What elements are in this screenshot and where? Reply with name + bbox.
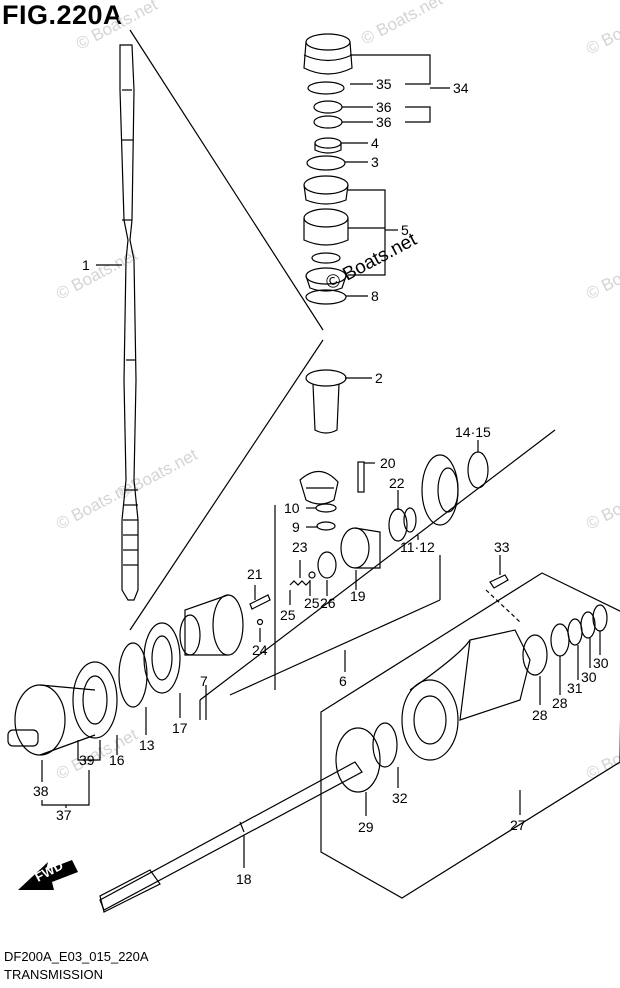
pinion-gear — [299, 470, 339, 505]
housing-outline — [320, 572, 620, 899]
callout: 38 — [33, 783, 49, 799]
callout: 10 — [284, 500, 300, 516]
callout: 33 — [494, 539, 510, 555]
watermark: © Boats.net — [583, 725, 620, 784]
callout: 32 — [392, 790, 408, 806]
callout: 31 — [567, 680, 583, 696]
watermark: © Boats.net — [53, 245, 141, 304]
callout: 14·15 — [455, 424, 491, 440]
propeller-shaft-housing — [7, 684, 96, 756]
callout: 9 — [292, 519, 300, 535]
callout: 26 — [320, 595, 336, 611]
taper-roller-bearing — [303, 175, 349, 292]
callout: 4 — [371, 135, 379, 151]
callout: 21 — [247, 566, 263, 582]
callout: 16 — [109, 752, 125, 768]
oil-seal — [313, 115, 343, 129]
figure-name: TRANSMISSION — [4, 967, 103, 982]
callout: 1 — [82, 257, 90, 273]
callout: 3 — [371, 154, 379, 170]
watermark: © Boats.net — [73, 0, 161, 54]
seal-housing — [303, 33, 353, 95]
callout: 37 — [56, 807, 72, 823]
forward-direction-arrow: FWD — [18, 858, 78, 890]
callout: 17 — [172, 720, 188, 736]
forward-gear — [179, 594, 244, 656]
watermark: © Boats.net — [583, 0, 620, 59]
callout: 20 — [380, 455, 396, 471]
push-rod — [249, 594, 271, 610]
watermark: © Boats.net — [583, 245, 620, 304]
thrust-bearing — [143, 622, 181, 694]
bearing — [314, 137, 342, 154]
callout: 25 — [280, 607, 296, 623]
shim — [118, 642, 148, 708]
spring — [289, 580, 311, 586]
callout: 6 — [339, 673, 347, 689]
shim — [306, 155, 346, 171]
callout: 34 — [453, 80, 469, 96]
callout: 30 — [581, 669, 597, 685]
ball — [308, 571, 316, 579]
callout: 8 — [371, 288, 379, 304]
bolt — [489, 574, 509, 589]
reverse-gear — [421, 454, 459, 526]
callout: 24 — [252, 642, 268, 658]
callout: 36 — [376, 99, 392, 115]
pin — [357, 461, 365, 493]
callout: 18 — [236, 871, 252, 887]
callout: 39 — [79, 752, 95, 768]
callout: 19 — [350, 588, 366, 604]
callout: 30 — [593, 655, 609, 671]
callout: 11·12 — [400, 539, 435, 555]
nut — [316, 521, 336, 531]
callout: 13 — [139, 737, 155, 753]
thrust-washer — [403, 507, 417, 533]
bearing — [72, 661, 118, 739]
callout: 2 — [375, 370, 383, 386]
callout: 36 — [376, 114, 392, 130]
callout: 25 — [304, 595, 320, 611]
callout: 22 — [389, 475, 405, 491]
callout-labels: 1 2 3 4 5 6 7 8 9 10 11·12 13 14·15 16 1… — [33, 76, 609, 887]
washer — [315, 503, 337, 513]
needle-bearing — [550, 623, 570, 657]
gear-case-housing — [401, 629, 531, 761]
watermark: © Boats.net — [583, 475, 620, 534]
callout: 27 — [510, 817, 526, 833]
callout: 29 — [358, 819, 374, 835]
figure-code: DF200A_E03_015_220A — [4, 949, 149, 964]
bearing — [372, 722, 398, 768]
callout: 5 — [401, 222, 409, 238]
collar — [317, 551, 337, 579]
clutch-dog — [340, 527, 381, 569]
callout: 28 — [532, 707, 548, 723]
seal — [580, 611, 596, 639]
callout: 35 — [376, 76, 392, 92]
figure-title: FIG.220A — [2, 0, 124, 30]
shim — [467, 451, 489, 489]
line-art — [7, 29, 620, 913]
callout: 28 — [552, 695, 568, 711]
ball — [256, 618, 264, 626]
watermark: © Boats.net — [53, 725, 141, 784]
oil-seal — [313, 100, 343, 114]
o-ring — [335, 727, 381, 793]
sleeve — [305, 369, 347, 434]
needle-bearing — [522, 634, 548, 676]
callout: 23 — [292, 539, 308, 555]
watermark: © Boats.net — [358, 0, 446, 49]
seal — [592, 604, 608, 632]
shim — [305, 289, 347, 305]
propeller-shaft — [99, 761, 363, 913]
seal — [567, 618, 583, 646]
callout: 7 — [200, 673, 208, 689]
drive-shaft — [119, 44, 139, 601]
